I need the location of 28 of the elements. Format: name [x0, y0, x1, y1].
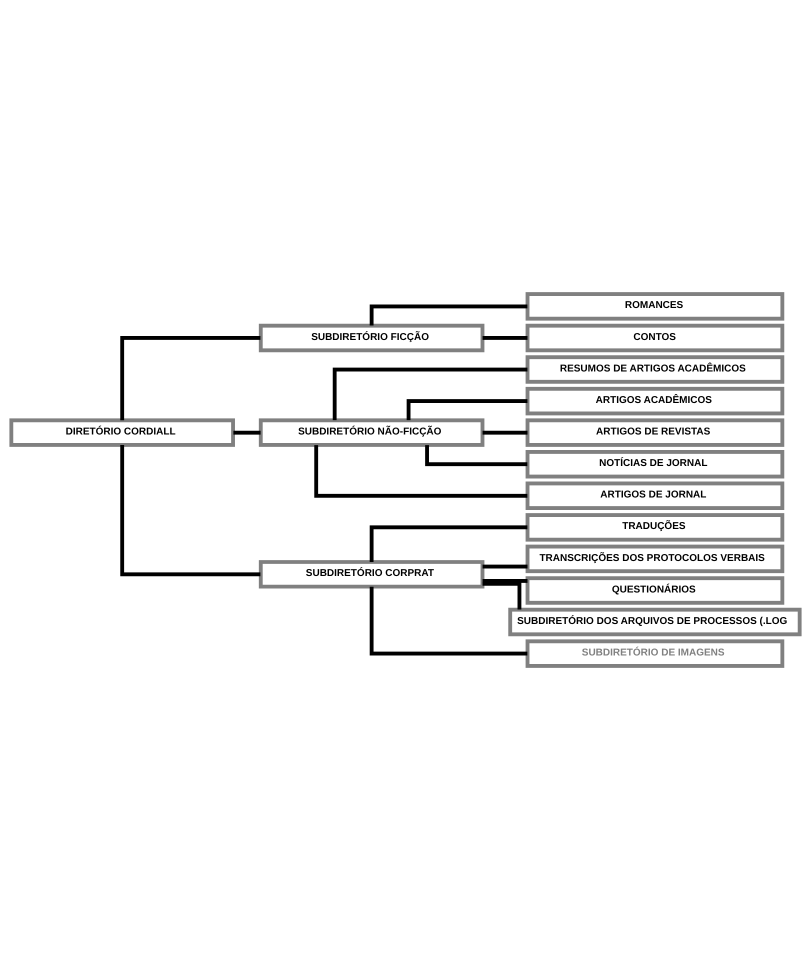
- node-box: SUBDIRETÓRIO CORPRAT: [258, 560, 484, 589]
- connector: [482, 564, 528, 569]
- node-box: ARTIGOS DE REVISTAS: [526, 418, 784, 447]
- node-box: ARTIGOS DE JORNAL: [526, 482, 784, 510]
- node-box: QUESTIONÁRIOS: [526, 576, 784, 605]
- node-box: TRADUÇÕES: [526, 513, 784, 542]
- connector: [233, 430, 261, 435]
- connector: [120, 336, 260, 420]
- connector: [482, 582, 522, 610]
- node-box: SUBDIRETÓRIO FICÇÃO: [258, 324, 484, 352]
- node-box: SUBDIRETÓRIO NÃO-FICÇÃO: [258, 418, 484, 447]
- node-box: SUBDIRETÓRIO DOS ARQUIVOS DE PROCESSOS (.LOG: [508, 608, 802, 636]
- connector: [120, 444, 260, 576]
- node-box: NOTÍCIAS DE JORNAL: [526, 450, 784, 478]
- node-box: CONTOS: [526, 324, 784, 352]
- node-box: SUBDIRETÓRIO DE IMAGENS: [526, 639, 784, 668]
- connector: [482, 430, 528, 435]
- node-box: DIRETÓRIO CORDIALL: [9, 418, 235, 447]
- node-box: RESUMOS DE ARTIGOS ACADÊMICOS: [526, 355, 784, 384]
- connector: [482, 336, 528, 340]
- connector: [370, 586, 528, 656]
- node-box: ROMANCES: [526, 292, 784, 321]
- node-box: ARTIGOS ACADÊMICOS: [526, 386, 784, 416]
- node-box: TRANSCRIÇÕES DOS PROTOCOLOS VERBAIS: [526, 544, 784, 574]
- connector: [332, 368, 528, 420]
- connector: [370, 525, 528, 562]
- connector: [314, 445, 528, 498]
- connector: [482, 579, 528, 583]
